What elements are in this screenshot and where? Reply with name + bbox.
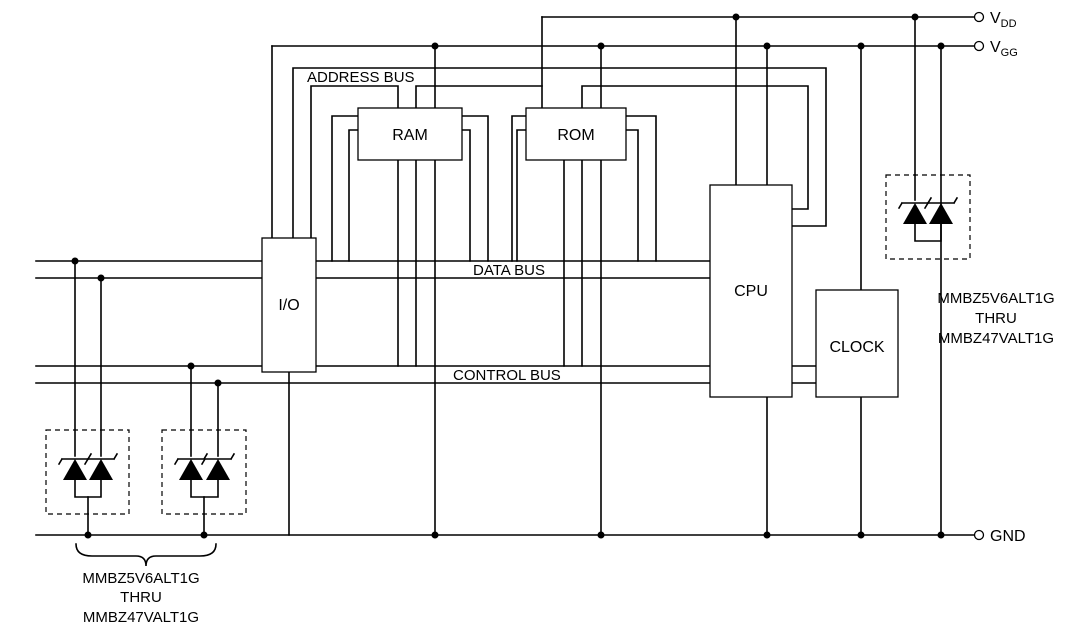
left-part-line-3: MMBZ47VALT1G bbox=[83, 609, 199, 626]
right-part-line-1: MMBZ5V6ALT1G bbox=[937, 290, 1054, 307]
vgg-label: VGG bbox=[990, 39, 1018, 59]
right-part-line-3: MMBZ47VALT1G bbox=[938, 330, 1054, 347]
rom-label: ROM bbox=[557, 127, 594, 144]
curly-brace bbox=[75, 543, 217, 567]
right-part-label: MMBZ5V6ALT1G THRU MMBZ47VALT1G bbox=[937, 290, 1054, 347]
clock-block: CLOCK bbox=[815, 289, 899, 398]
ram-label: RAM bbox=[392, 127, 428, 144]
junction-dots bbox=[71, 13, 945, 539]
gnd-label: GND bbox=[990, 528, 1026, 545]
control-bus-wiring bbox=[35, 159, 817, 384]
io-label: I/O bbox=[278, 297, 299, 314]
address-bus-wiring bbox=[292, 67, 827, 239]
cpu-block: CPU bbox=[709, 184, 793, 398]
power-rails bbox=[35, 16, 976, 536]
cpu-label: CPU bbox=[734, 283, 768, 300]
left-diode-package-2 bbox=[161, 429, 247, 515]
vgg-terminal: VGG bbox=[973, 39, 1018, 59]
control-bus-label: CONTROL BUS bbox=[453, 367, 561, 384]
right-diode-package bbox=[885, 174, 971, 260]
io-block: I/O bbox=[261, 237, 317, 373]
left-part-line-2: THRU bbox=[120, 589, 162, 606]
left-part-label: MMBZ5V6ALT1G THRU MMBZ47VALT1G bbox=[82, 570, 199, 626]
address-bus-label: ADDRESS BUS bbox=[307, 69, 415, 86]
right-part-line-2: THRU bbox=[975, 310, 1017, 327]
power-verticals bbox=[434, 16, 942, 536]
gnd-terminal: GND bbox=[973, 528, 1026, 545]
data-bus-wiring bbox=[315, 115, 711, 279]
left-diode-package-1 bbox=[45, 429, 130, 515]
ram-block: RAM bbox=[357, 107, 463, 161]
left-protection-wiring bbox=[74, 260, 219, 536]
left-part-line-1: MMBZ5V6ALT1G bbox=[82, 570, 199, 587]
rom-block: ROM bbox=[525, 107, 627, 161]
vdd-terminal: VDD bbox=[973, 10, 1017, 30]
clock-label: CLOCK bbox=[829, 339, 884, 356]
vdd-label: VDD bbox=[990, 10, 1017, 30]
data-bus-label: DATA BUS bbox=[473, 262, 545, 279]
